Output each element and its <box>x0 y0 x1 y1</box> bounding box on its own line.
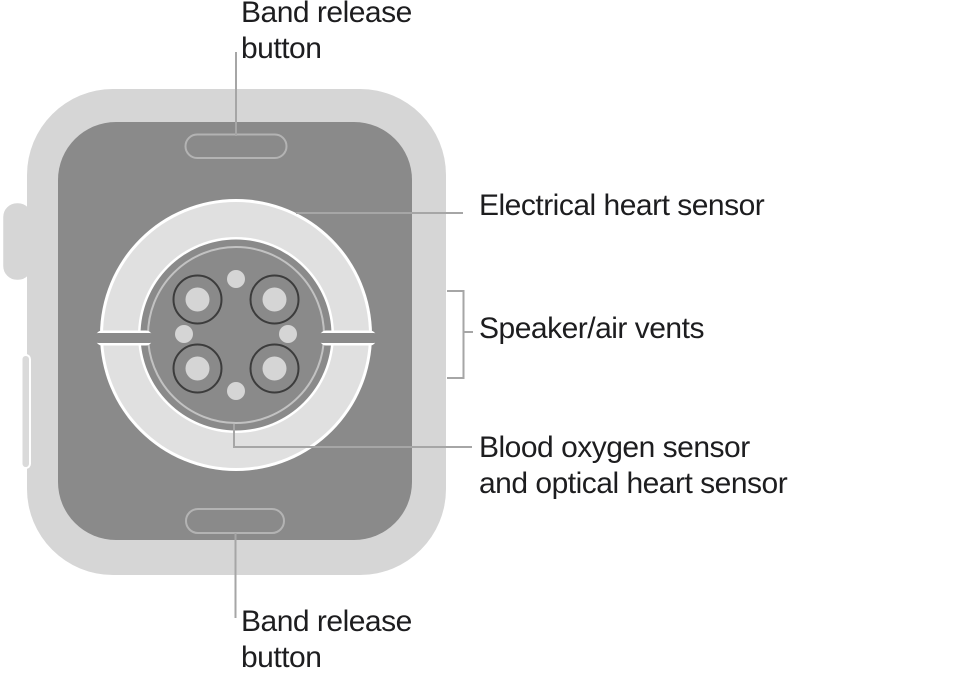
optical-sensor-sw <box>172 343 223 394</box>
label-electrical-heart-sensor: Electrical heart sensor <box>479 189 765 222</box>
leader-line-blood-oxygen <box>233 424 472 448</box>
side-button <box>20 354 31 469</box>
label-speaker-air-vents: Speaker/air vents <box>479 312 704 345</box>
optical-sensor-lens <box>185 287 210 312</box>
band-release-button-bottom <box>185 508 285 534</box>
optical-sensor-lens <box>262 356 287 381</box>
label-band-release-bottom: Band release button <box>241 605 412 674</box>
optical-sensor-nw <box>172 274 223 325</box>
ring-gap-right <box>317 330 379 346</box>
sensor-assembly <box>93 199 379 471</box>
bracket-speaker-air-vents <box>447 290 473 379</box>
sensor-led-bottom <box>227 382 245 400</box>
label-blood-oxygen: Blood oxygen sensor and optical heart se… <box>479 431 788 500</box>
optical-sensor-ne <box>249 274 300 325</box>
optical-sensor-lens <box>185 356 210 381</box>
sensor-led-left <box>175 325 193 343</box>
sensor-led-right <box>279 325 297 343</box>
band-release-button-top <box>184 133 288 159</box>
optical-sensor-se <box>249 343 300 394</box>
sensor-led-top <box>227 270 245 288</box>
sensor-center <box>140 239 332 431</box>
ring-gap-left <box>93 330 155 346</box>
optical-sensor-lens <box>262 287 287 312</box>
label-band-release-top: Band release button <box>241 0 412 65</box>
